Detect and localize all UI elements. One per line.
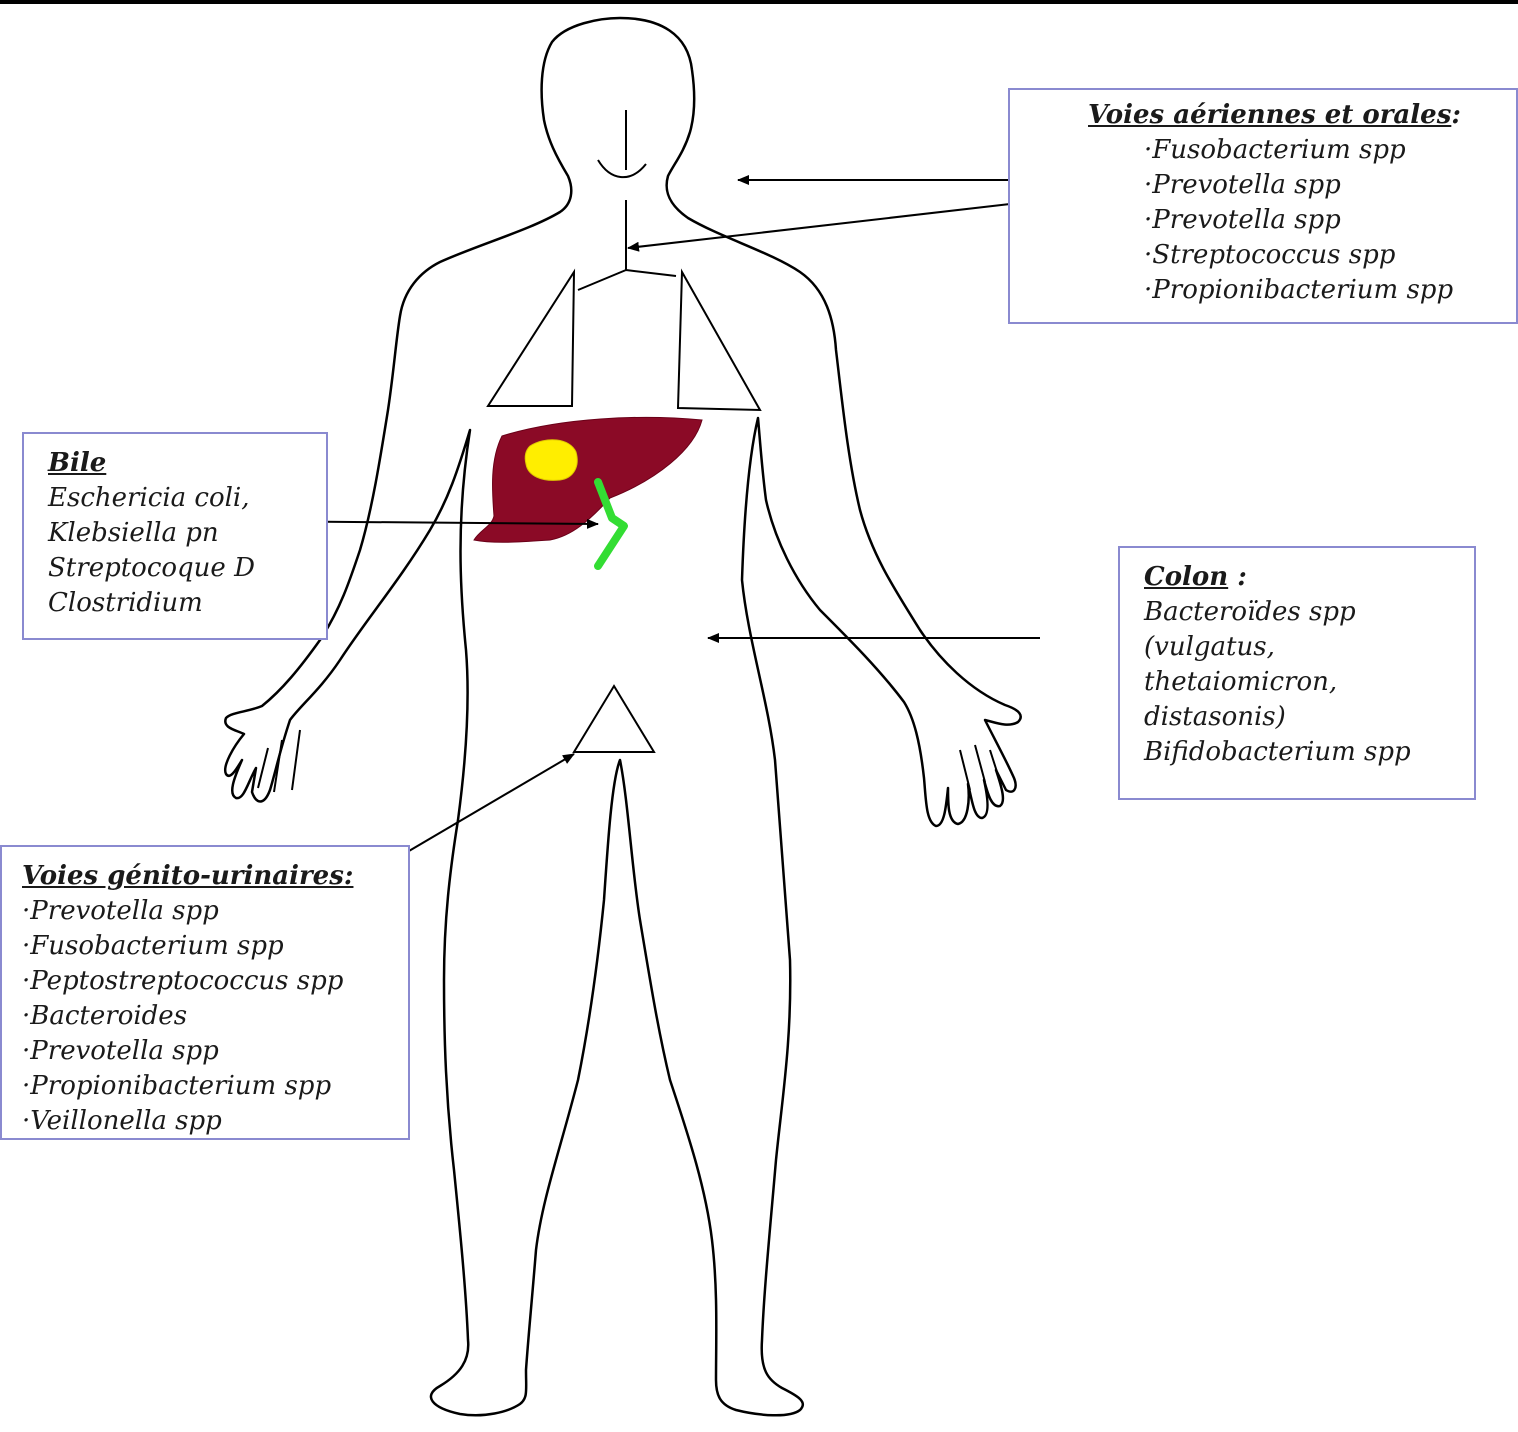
colon-item: (vulgatus, [1144, 630, 1474, 665]
airways-title: Voies aériennes et orales: [1088, 98, 1516, 133]
colon-title: Colon : [1144, 560, 1474, 595]
bile-item: Eschericia coli, [48, 481, 326, 516]
colon-item: Bifidobacterium spp [1144, 735, 1474, 770]
airways-list: Fusobacterium spp Prevotella spp Prevote… [1088, 133, 1516, 308]
bile-title: Bile [48, 446, 326, 481]
airways-item: Streptococcus spp [1144, 238, 1516, 273]
colon-item: Bacteroïdes spp [1144, 595, 1474, 630]
bile-item: Clostridium [48, 586, 326, 621]
genito-item: Bacteroides [22, 999, 408, 1034]
genito-item: Prevotella spp [22, 1034, 408, 1069]
gallbladder [525, 440, 577, 481]
genito-item: Peptostreptococcus spp [22, 964, 408, 999]
bile-box: Bile Eschericia coli, Klebsiella pn Stre… [22, 432, 328, 640]
airways-item: Propionibacterium spp [1144, 273, 1516, 308]
trachea [578, 110, 676, 290]
colon-box: Colon : Bacteroïdes spp (vulgatus, theta… [1118, 546, 1476, 800]
airways-item: Prevotella spp [1144, 168, 1516, 203]
genito-item: Prevotella spp [22, 894, 408, 929]
bile-item: Klebsiella pn [48, 516, 326, 551]
chin-line [598, 160, 646, 177]
genito-item: Fusobacterium spp [22, 929, 408, 964]
colon-item: distasonis) [1144, 700, 1474, 735]
genito-item: Propionibacterium spp [22, 1069, 408, 1104]
genito-item: Veillonella spp [22, 1104, 408, 1139]
airways-box: Voies aériennes et orales: Fusobacterium… [1008, 88, 1518, 324]
airways-item: Fusobacterium spp [1144, 133, 1516, 168]
genito-triangle [574, 686, 654, 752]
bile-item: Streptocoque D [48, 551, 326, 586]
genito-title: Voies génito-urinaires: [22, 859, 408, 894]
genito-list: Prevotella spp Fusobacterium spp Peptost… [22, 894, 408, 1139]
genito-urinary-box: Voies génito-urinaires: Prevotella spp F… [0, 845, 410, 1140]
bile-list: Eschericia coli, Klebsiella pn Streptoco… [48, 481, 326, 621]
arrow-airways-trachea [628, 204, 1010, 248]
left-hand-fingers [258, 730, 300, 792]
left-lung [488, 272, 574, 406]
right-hand-fingers [960, 745, 998, 790]
colon-item: thetaiomicron, [1144, 665, 1474, 700]
airways-item: Prevotella spp [1144, 203, 1516, 238]
right-lung [678, 272, 760, 410]
colon-list: Bacteroïdes spp (vulgatus, thetaiomicron… [1144, 595, 1474, 770]
